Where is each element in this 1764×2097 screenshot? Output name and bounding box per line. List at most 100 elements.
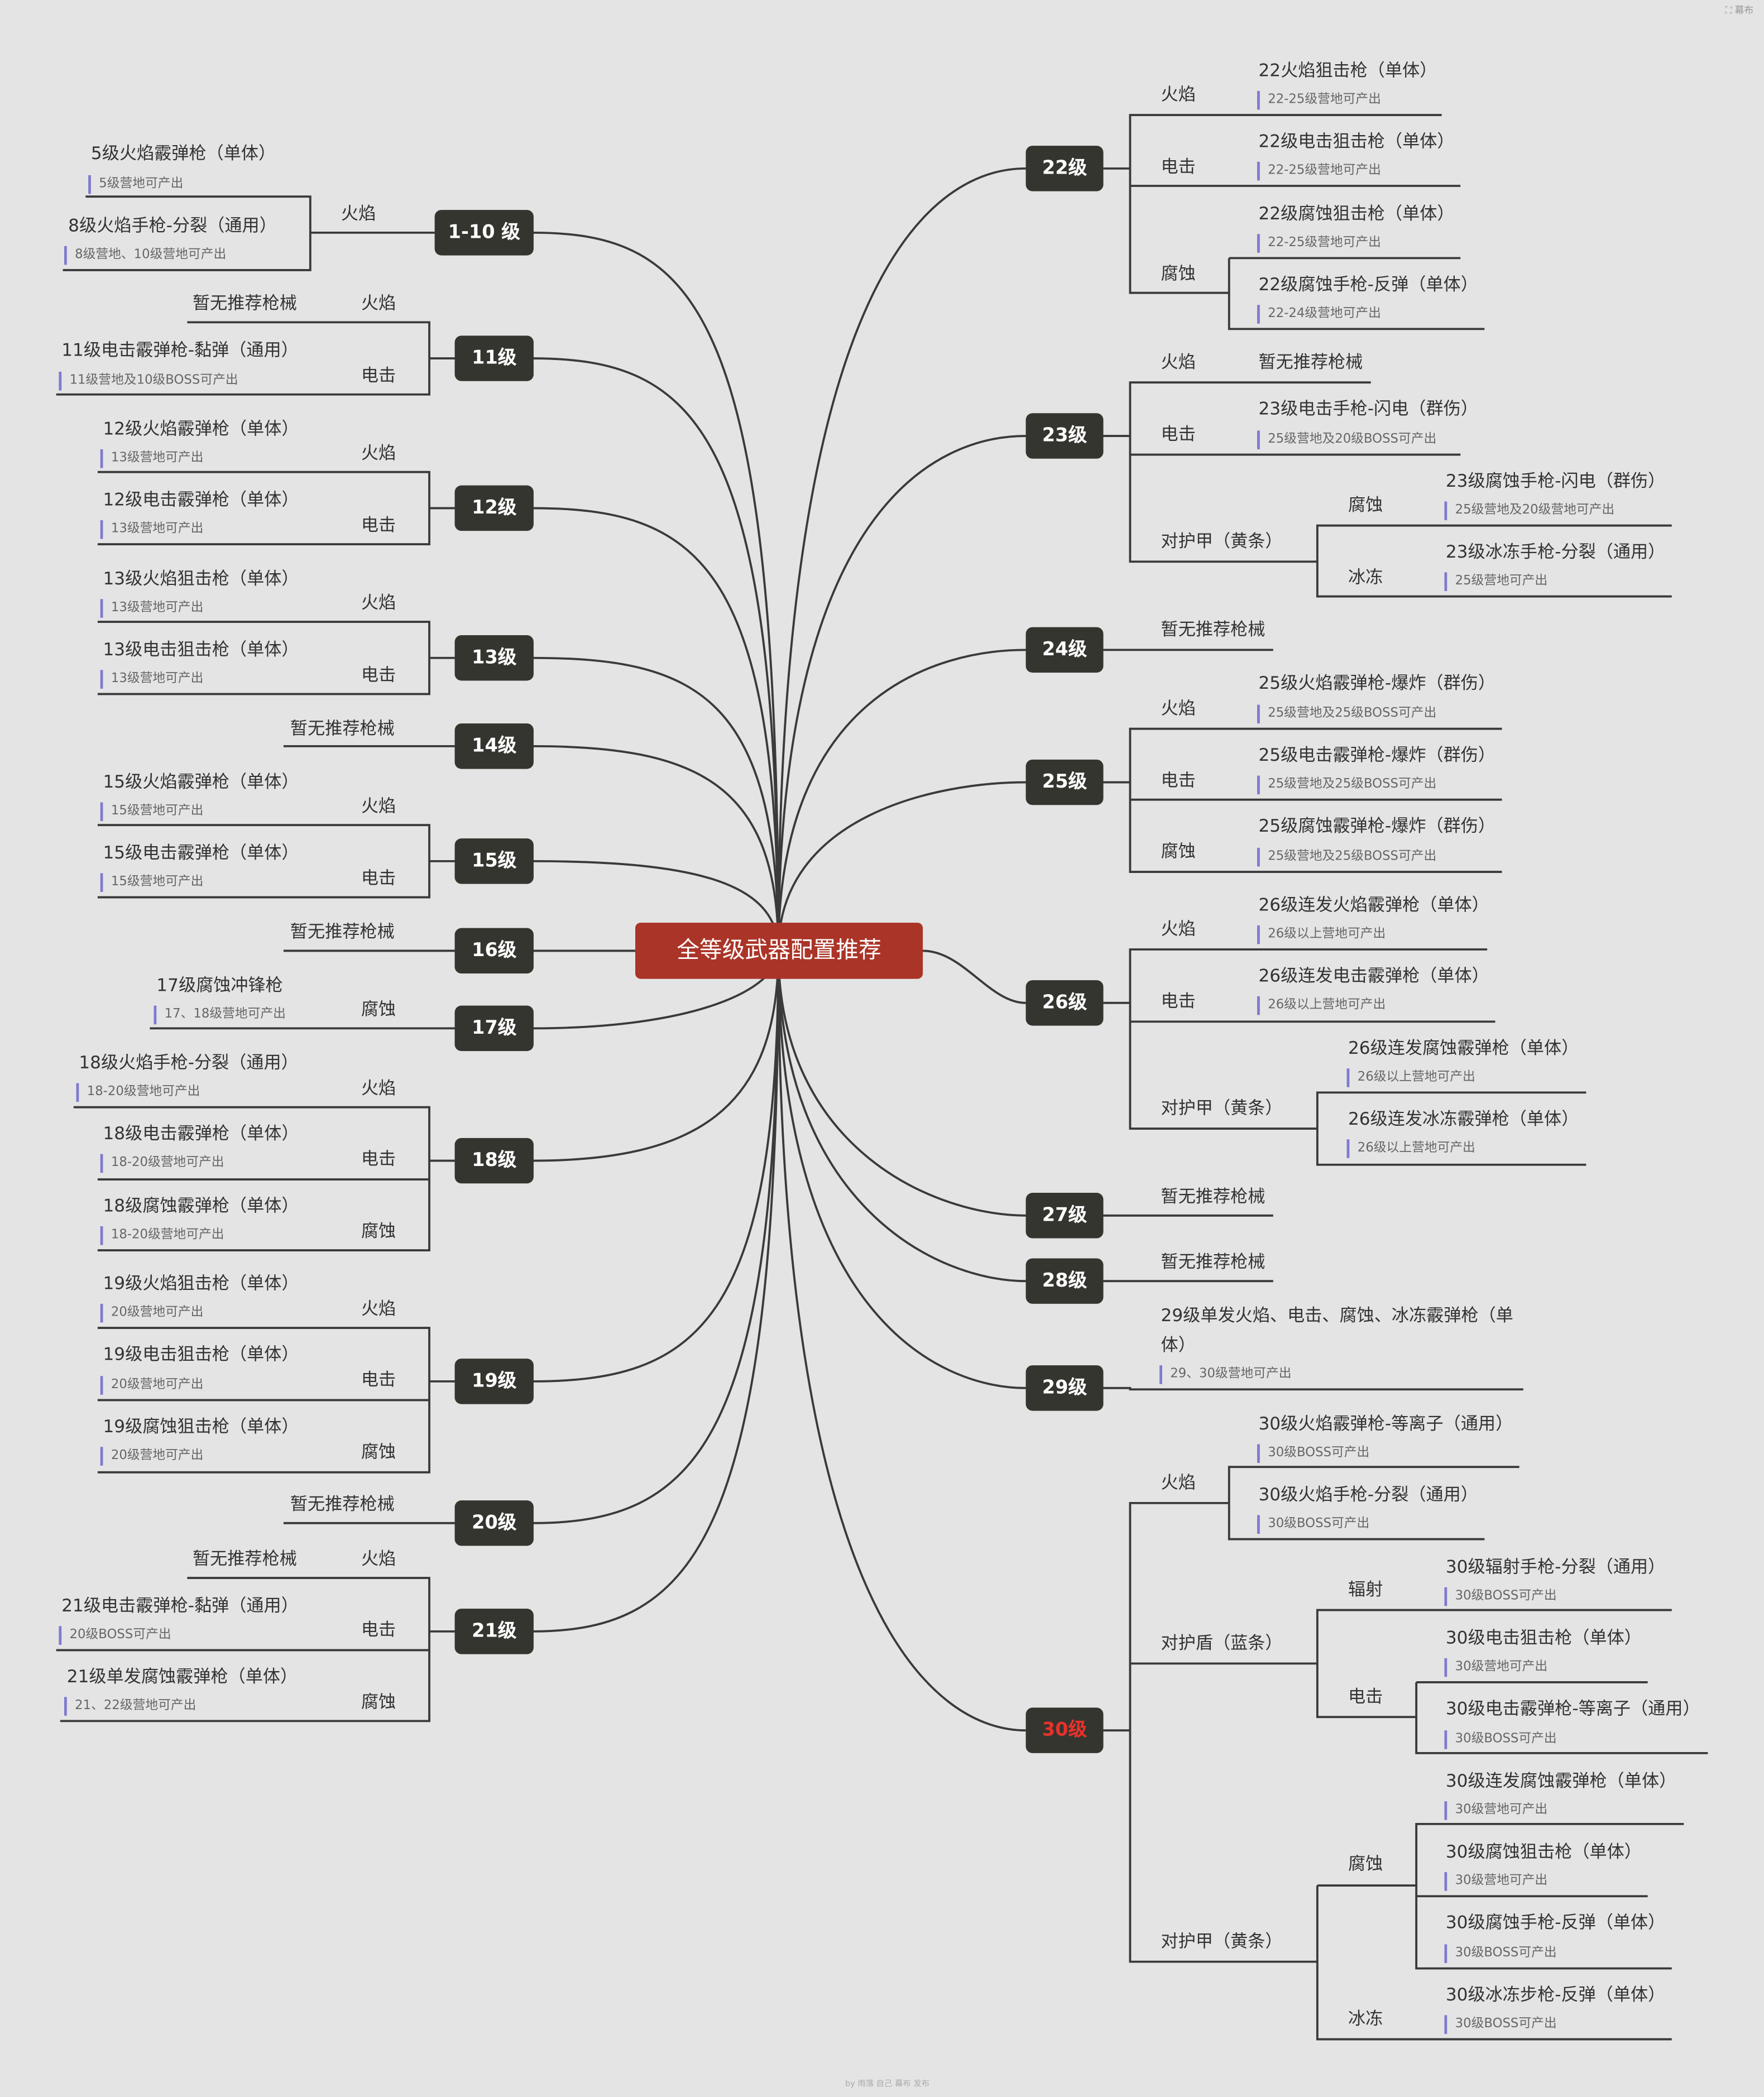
level-25-fire-category[interactable]: 火焰: [1161, 699, 1196, 719]
level-22-fire-category[interactable]: 火焰: [1161, 85, 1196, 106]
weapon-29-shotgun-line1[interactable]: 29级单发火焰、电击、腐蚀、冰冻霰弹枪（单: [1161, 1306, 1513, 1327]
level-30-corrosion-category[interactable]: 腐蚀: [1348, 1854, 1383, 1875]
level-23-armor-category[interactable]: 对护甲（黄条）: [1161, 532, 1283, 553]
level-30-node[interactable]: 30级: [1025, 1707, 1104, 1753]
weapon-30-ice-rifle[interactable]: 30级冰冻步枪-反弹（单体）: [1445, 1985, 1666, 2006]
weapon-19-fire-sniper[interactable]: 19级火焰狙击枪（单体）: [103, 1274, 299, 1295]
level-24-node[interactable]: 24级: [1025, 627, 1104, 673]
level-21-fire-category[interactable]: 火焰: [361, 1549, 396, 1570]
weapon-18-electric-shotgun[interactable]: 18级电击霰弹枪（单体）: [103, 1124, 299, 1145]
level-29-node[interactable]: 29级: [1025, 1365, 1104, 1411]
weapon-23-ice-pistol[interactable]: 23级冰冻手枪-分裂（通用）: [1445, 543, 1666, 563]
level-18-fire-category[interactable]: 火焰: [361, 1079, 396, 1100]
level-30-armor-category[interactable]: 对护甲（黄条）: [1161, 1932, 1283, 1952]
level-30-radiation-category[interactable]: 辐射: [1348, 1580, 1383, 1601]
level-13-node[interactable]: 13级: [454, 635, 534, 681]
corner-watermark[interactable]: ⛶ 幕布: [1725, 5, 1754, 16]
level-26-electric-category[interactable]: 电击: [1161, 992, 1196, 1012]
weapon-30-corrosion-sniper[interactable]: 30级腐蚀狙击枪（单体）: [1445, 1842, 1642, 1863]
weapon-22-fire-sniper[interactable]: 22火焰狙击枪（单体）: [1258, 61, 1437, 82]
level-19-fire-category[interactable]: 火焰: [361, 1299, 396, 1320]
level-30-electric-category[interactable]: 电击: [1348, 1687, 1383, 1708]
level-1-10-node[interactable]: 1-10 级: [434, 210, 534, 256]
level-11-node[interactable]: 11级: [454, 335, 534, 381]
weapon-21-corrosion-shotgun[interactable]: 21级单发腐蚀霰弹枪（单体）: [66, 1667, 298, 1688]
weapon-17-corrosion-smg[interactable]: 17级腐蚀冲锋枪: [156, 976, 283, 996]
weapon-26-electric-shotgun[interactable]: 26级连发电击霰弹枪（单体）: [1258, 967, 1489, 987]
weapon-13-fire-sniper[interactable]: 13级火焰狙击枪（单体）: [103, 569, 299, 590]
weapon-23-electric-pistol[interactable]: 23级电击手枪-闪电（群伤）: [1258, 400, 1478, 420]
level-25-corrosion-category[interactable]: 腐蚀: [1161, 842, 1196, 863]
level-18-corrosion-category[interactable]: 腐蚀: [361, 1222, 396, 1242]
level-18-node[interactable]: 18级: [454, 1138, 534, 1184]
weapon-12-electric-shotgun[interactable]: 12级电击霰弹枪（单体）: [103, 491, 299, 511]
weapon-15-electric-shotgun[interactable]: 15级电击霰弹枪（单体）: [103, 843, 299, 864]
level-30-shield-category[interactable]: 对护盾（蓝条）: [1161, 1634, 1283, 1654]
weapon-29-shotgun-line2[interactable]: 体）: [1161, 1336, 1196, 1356]
level-28-none[interactable]: 暂无推荐枪械: [1161, 1253, 1266, 1273]
level-20-none[interactable]: 暂无推荐枪械: [290, 1495, 395, 1515]
weapon-18-fire-pistol[interactable]: 18级火焰手枪-分裂（通用）: [79, 1053, 299, 1074]
level-22-node[interactable]: 22级: [1025, 146, 1104, 191]
weapon-26-corrosion-shotgun[interactable]: 26级连发腐蚀霰弹枪（单体）: [1348, 1039, 1579, 1059]
level-18-electric-category[interactable]: 电击: [361, 1150, 396, 1170]
weapon-30-fire-shotgun[interactable]: 30级火焰霰弹枪-等离子（通用）: [1258, 1414, 1513, 1435]
level-11-electric-category[interactable]: 电击: [361, 366, 396, 387]
level-15-node[interactable]: 15级: [454, 838, 534, 884]
level-23-electric-category[interactable]: 电击: [1161, 425, 1196, 445]
level-21-electric-category[interactable]: 电击: [361, 1620, 396, 1641]
level-26-fire-category[interactable]: 火焰: [1161, 920, 1196, 940]
level-25-electric-category[interactable]: 电击: [1161, 771, 1196, 792]
weapon-26-fire-shotgun[interactable]: 26级连发火焰霰弹枪（单体）: [1258, 896, 1489, 916]
level-25-node[interactable]: 25级: [1025, 759, 1104, 805]
level-26-armor-category[interactable]: 对护甲（黄条）: [1161, 1099, 1283, 1120]
level-11-fire-none[interactable]: 暂无推荐枪械: [192, 294, 297, 315]
level-12-node[interactable]: 12级: [454, 485, 534, 531]
level-14-none[interactable]: 暂无推荐枪械: [290, 719, 395, 740]
level-23-fire-none[interactable]: 暂无推荐枪械: [1258, 353, 1363, 373]
level-20-node[interactable]: 20级: [454, 1500, 534, 1546]
level-30-ice-category[interactable]: 冰冻: [1348, 2009, 1383, 2030]
level-1-10-fire-category[interactable]: 火焰: [341, 204, 376, 225]
weapon-8-fire-pistol[interactable]: 8级火焰手枪-分裂（通用）: [68, 217, 277, 237]
weapon-11-electric-shotgun[interactable]: 11级电击霰弹枪-黏弹（通用）: [61, 340, 299, 361]
level-12-electric-category[interactable]: 电击: [361, 516, 396, 536]
weapon-25-fire-shotgun[interactable]: 25级火焰霰弹枪-爆炸（群伤）: [1258, 674, 1496, 694]
level-27-node[interactable]: 27级: [1025, 1193, 1104, 1239]
level-15-fire-category[interactable]: 火焰: [361, 796, 396, 817]
weapon-5-fire-shotgun[interactable]: 5级火焰霰弹枪（单体）: [90, 144, 276, 165]
level-22-corrosion-category[interactable]: 腐蚀: [1161, 265, 1196, 285]
weapon-26-ice-shotgun[interactable]: 26级连发冰冻霰弹枪（单体）: [1348, 1110, 1579, 1130]
level-21-corrosion-category[interactable]: 腐蚀: [361, 1693, 396, 1714]
level-23-corrosion-category[interactable]: 腐蚀: [1348, 496, 1383, 516]
level-17-corrosion-category[interactable]: 腐蚀: [361, 1000, 396, 1020]
weapon-23-corrosion-pistol[interactable]: 23级腐蚀手枪-闪电（群伤）: [1445, 472, 1666, 492]
level-12-fire-category[interactable]: 火焰: [361, 444, 396, 464]
weapon-30-radiation-pistol[interactable]: 30级辐射手枪-分裂（通用）: [1445, 1558, 1666, 1578]
level-30-fire-category[interactable]: 火焰: [1161, 1474, 1196, 1494]
weapon-22-corrosion-sniper[interactable]: 22级腐蚀狙击枪（单体）: [1258, 204, 1455, 225]
level-24-none[interactable]: 暂无推荐枪械: [1161, 620, 1266, 641]
level-23-fire-category[interactable]: 火焰: [1161, 353, 1196, 373]
weapon-22-corrosion-pistol[interactable]: 22级腐蚀手枪-反弹（单体）: [1258, 275, 1478, 296]
level-26-node[interactable]: 26级: [1025, 980, 1104, 1026]
level-11-fire-category[interactable]: 火焰: [361, 294, 396, 315]
level-13-electric-category[interactable]: 电击: [361, 666, 396, 687]
level-16-none[interactable]: 暂无推荐枪械: [290, 923, 395, 943]
weapon-12-fire-shotgun[interactable]: 12级火焰霰弹枪（单体）: [103, 420, 299, 440]
level-21-fire-none[interactable]: 暂无推荐枪械: [192, 1549, 297, 1570]
weapon-18-corrosion-shotgun[interactable]: 18级腐蚀霰弹枪（单体）: [103, 1197, 299, 1217]
level-19-corrosion-category[interactable]: 腐蚀: [361, 1443, 396, 1463]
level-15-electric-category[interactable]: 电击: [361, 869, 396, 890]
weapon-22-electric-sniper[interactable]: 22级电击狙击枪（单体）: [1258, 132, 1455, 153]
level-22-electric-category[interactable]: 电击: [1161, 157, 1196, 178]
level-19-electric-category[interactable]: 电击: [361, 1370, 396, 1391]
weapon-25-electric-shotgun[interactable]: 25级电击霰弹枪-爆炸（群伤）: [1258, 746, 1496, 766]
level-27-none[interactable]: 暂无推荐枪械: [1161, 1187, 1266, 1208]
weapon-13-electric-sniper[interactable]: 13级电击狙击枪（单体）: [103, 640, 299, 661]
weapon-21-electric-shotgun[interactable]: 21级电击霰弹枪-黏弹（通用）: [61, 1596, 299, 1617]
weapon-15-fire-shotgun[interactable]: 15级火焰霰弹枪（单体）: [103, 772, 299, 793]
level-19-node[interactable]: 19级: [454, 1359, 534, 1404]
level-17-node[interactable]: 17级: [454, 1005, 534, 1052]
weapon-30-corrosion-pistol[interactable]: 30级腐蚀手枪-反弹（单体）: [1445, 1913, 1666, 1934]
